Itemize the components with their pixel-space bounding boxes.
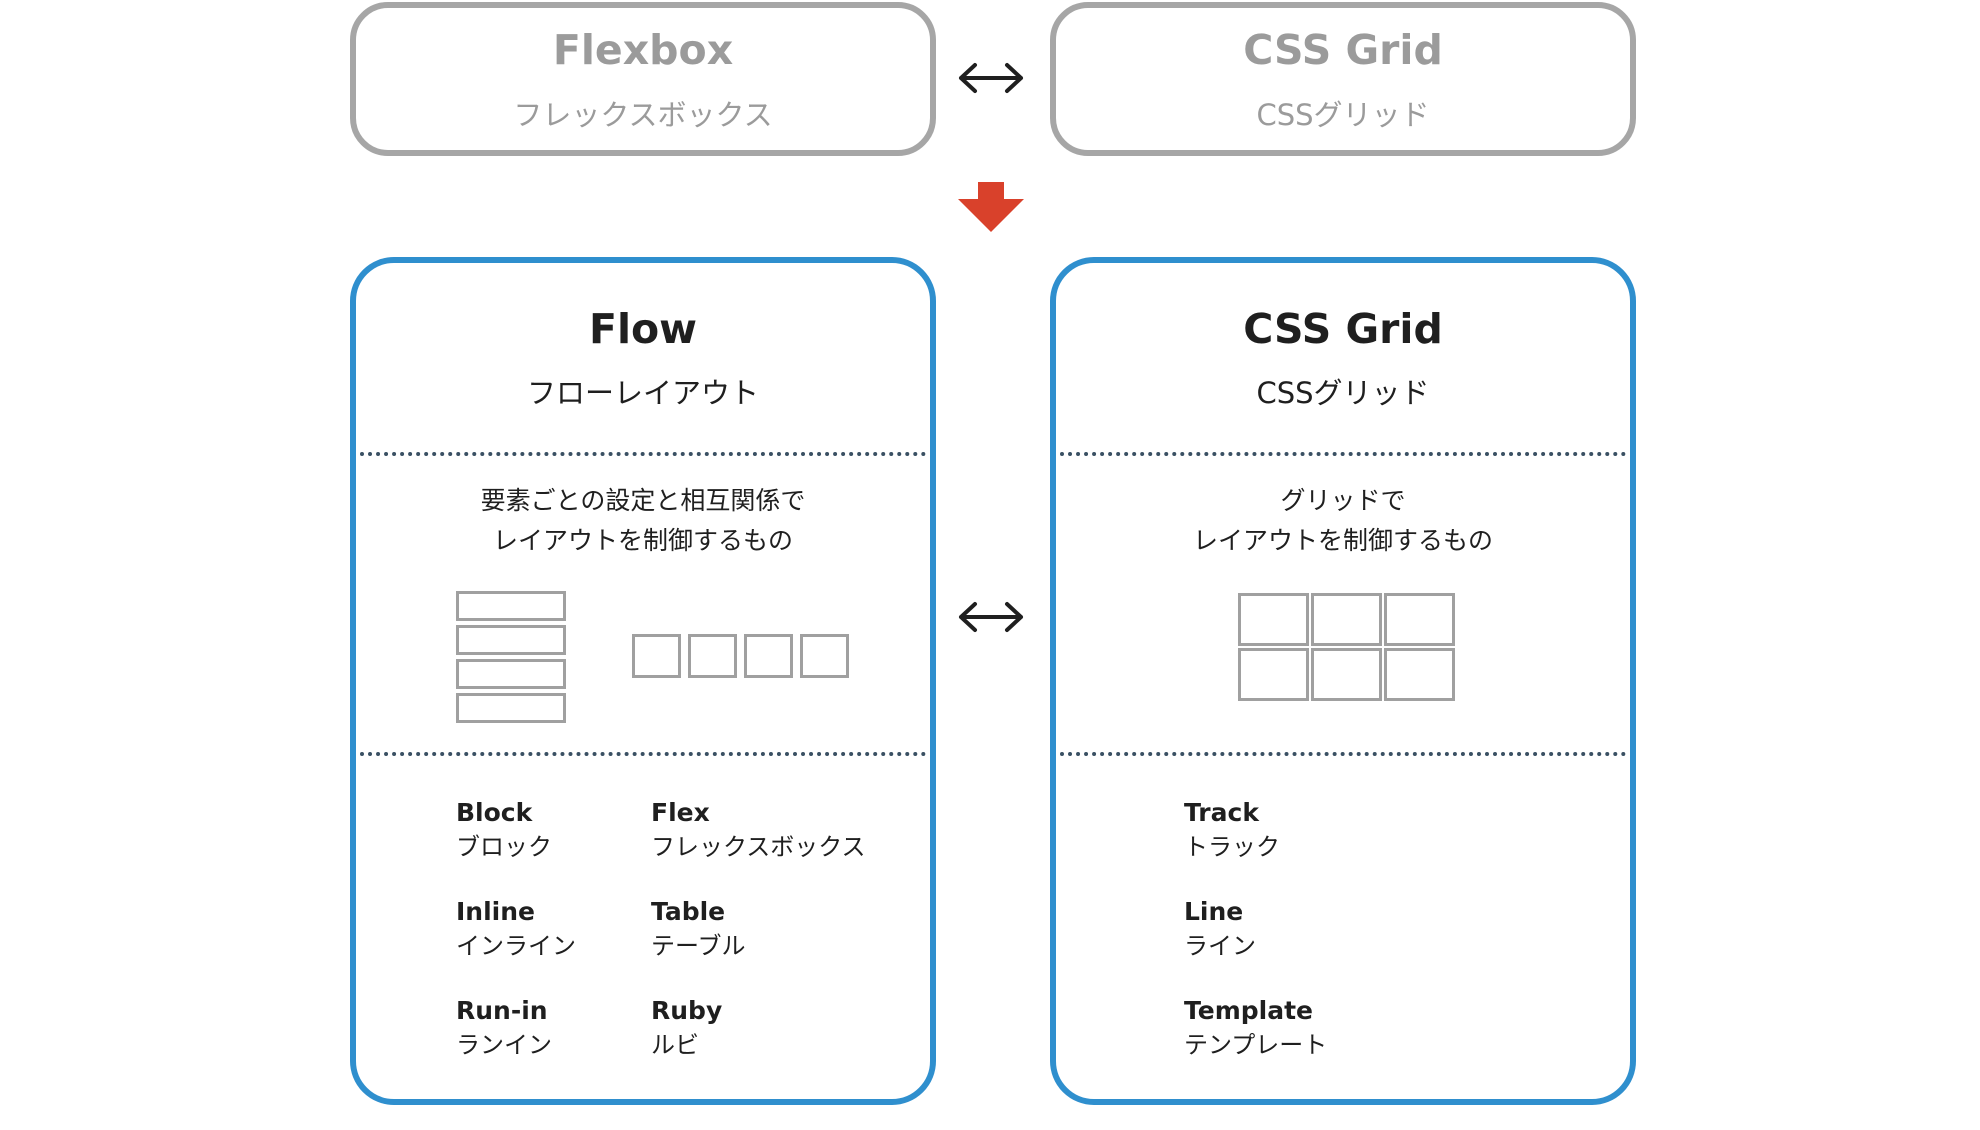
left-right-arrow-icon: [959, 63, 1023, 93]
inline-item: [688, 634, 737, 678]
flow-title: Flow: [588, 305, 698, 353]
term-ja: テンプレート: [1184, 1031, 1328, 1059]
block-item: [456, 591, 566, 621]
term-inline: Inline インライン: [456, 895, 576, 963]
flow-subtitle: フローレイアウト: [526, 376, 759, 410]
term-en: Template: [1184, 996, 1313, 1025]
term-line: Line ライン: [1184, 895, 1256, 963]
dotted-divider: [1060, 752, 1626, 756]
flow-panel: Flow フローレイアウト 要素ごとの設定と相互関係で レイアウトを制御するもの…: [350, 257, 936, 1105]
flexbox-subtitle: フレックスボックス: [513, 98, 773, 132]
inline-item: [800, 634, 849, 678]
grid-cell: [1384, 648, 1455, 701]
term-ruby: Ruby ルビ: [651, 994, 722, 1062]
term-table: Table テーブル: [651, 895, 746, 963]
flow-description: 要素ごとの設定と相互関係で レイアウトを制御するもの: [356, 481, 930, 561]
term-ja: ブロック: [456, 833, 552, 861]
term-ja: テーブル: [651, 932, 746, 960]
css-grid-top-subtitle: CSSグリッド: [1256, 98, 1430, 132]
term-run-in: Run-in ランイン: [456, 994, 552, 1062]
dotted-divider: [360, 752, 926, 756]
term-ja: フレックスボックス: [651, 833, 866, 861]
term-en: Table: [651, 897, 726, 926]
term-block: Block ブロック: [456, 796, 552, 864]
flow-description-line: 要素ごとの設定と相互関係で: [480, 486, 806, 515]
block-item: [456, 625, 566, 655]
inline-item: [744, 634, 793, 678]
term-ja: ライン: [1184, 932, 1256, 960]
term-en: Inline: [456, 897, 535, 926]
term-track: Track トラック: [1184, 796, 1280, 864]
css-grid-panel: CSS Grid CSSグリッド グリッドで レイアウトを制御するもの Trac…: [1050, 257, 1636, 1105]
term-ja: トラック: [1184, 833, 1280, 861]
grid-cell: [1238, 593, 1309, 646]
block-item: [456, 659, 566, 689]
flow-description-line: レイアウトを制御するもの: [492, 526, 793, 555]
term-ja: ランイン: [456, 1031, 552, 1059]
grid-cell: [1311, 593, 1382, 646]
term-en: Track: [1184, 798, 1259, 827]
term-en: Flex: [651, 798, 710, 827]
css-grid-subtitle: CSSグリッド: [1256, 376, 1430, 410]
grid-cell: [1238, 648, 1309, 701]
term-en: Line: [1184, 897, 1244, 926]
term-template: Template テンプレート: [1184, 994, 1327, 1062]
term-ja: ルビ: [651, 1031, 699, 1059]
css-grid-top-box: CSS Grid CSSグリッド: [1050, 2, 1636, 156]
css-grid-description-line: レイアウトを制御するもの: [1192, 526, 1493, 555]
css-grid-description: グリッドで レイアウトを制御するもの: [1056, 481, 1630, 561]
css-grid-top-title: CSS Grid: [1243, 26, 1443, 74]
css-grid-title: CSS Grid: [1243, 305, 1443, 353]
inline-item: [632, 634, 681, 678]
dotted-divider: [1060, 452, 1626, 456]
term-en: Ruby: [651, 996, 723, 1025]
term-flex: Flex フレックスボックス: [651, 796, 866, 864]
flexbox-box: Flexbox フレックスボックス: [350, 2, 936, 156]
grid-cell: [1311, 648, 1382, 701]
term-ja: インライン: [456, 932, 576, 960]
css-grid-description-line: グリッドで: [1280, 486, 1406, 515]
flexbox-title: Flexbox: [552, 26, 734, 74]
term-en: Block: [456, 798, 533, 827]
down-arrow-icon: [958, 182, 1024, 232]
grid-cell: [1384, 593, 1455, 646]
term-en: Run-in: [456, 996, 548, 1025]
block-item: [456, 693, 566, 723]
left-right-arrow-icon: [959, 602, 1023, 632]
dotted-divider: [360, 452, 926, 456]
